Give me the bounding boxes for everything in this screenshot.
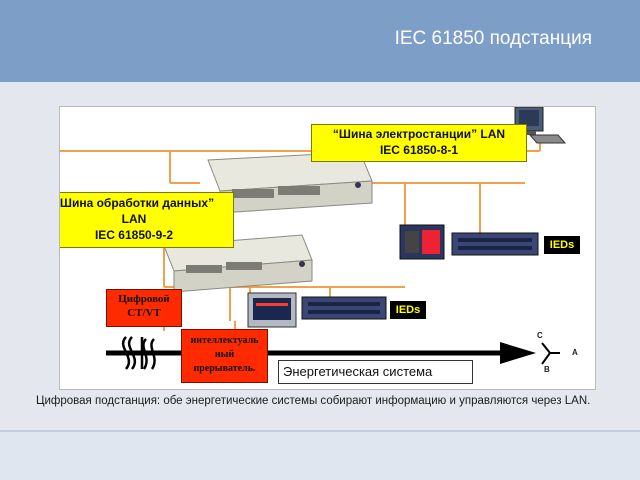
slide-title: IEC 61850 подстанция: [394, 28, 592, 49]
smart-breaker-line-1: интеллектуаль: [190, 335, 259, 346]
three-phase-symbol: [541, 342, 560, 365]
smart-breaker-line-2: ный: [214, 349, 235, 360]
ied-device-lower-2: [301, 296, 387, 320]
footer-bar: [0, 432, 640, 480]
diagram-caption: Цифровая подстанция: обе энергетические …: [36, 395, 591, 407]
process-bus-label-line-2: LAN: [121, 212, 147, 226]
digital-ctvt-box: Цифровой CT/VT: [106, 289, 182, 327]
ieds-label-upper: IEDs: [544, 236, 580, 254]
station-bus-label: “Шина электростанции” LAN IEC 61850-8-1: [311, 124, 527, 162]
diagram-graphics: [60, 107, 567, 370]
ied-device-lower-1: [247, 292, 297, 328]
ied-device-upper-1: [399, 224, 445, 260]
station-bus-label-line-2: IEC 61850-8-1: [379, 143, 459, 157]
digital-ctvt-line-2: CT/VT: [127, 307, 161, 319]
power-system-label: Энергетическая система: [278, 360, 473, 384]
smart-breaker-box: интеллектуаль ный прерыватель.: [181, 329, 268, 383]
phase-a-label: A: [572, 348, 578, 357]
phase-b-label: B: [544, 365, 550, 374]
process-bus-label-line-1: “Шина обработки данных”: [59, 196, 215, 210]
substation-diagram: “Шина электростанции” LAN IEC 61850-8-1 …: [59, 106, 596, 390]
digital-ctvt-line-1: Цифровой: [118, 293, 170, 305]
header-bar: [0, 0, 640, 82]
header-divider: [0, 82, 640, 85]
process-bus-label-line-3: IEC 61850-9-2: [94, 228, 174, 242]
footer-divider: [0, 430, 640, 432]
ct-coils: [121, 336, 156, 370]
power-line: [106, 342, 536, 364]
smart-breaker-line-3: прерыватель.: [193, 363, 256, 374]
phase-c-label: C: [537, 331, 543, 340]
process-bus-label: “Шина обработки данных” LAN IEC 61850-9-…: [59, 192, 234, 248]
station-bus-label-line-1: “Шина электростанции” LAN: [332, 127, 506, 141]
ieds-label-lower: IEDs: [390, 301, 426, 319]
station-switch: [207, 151, 373, 214]
ied-device-upper-2: [451, 232, 539, 256]
